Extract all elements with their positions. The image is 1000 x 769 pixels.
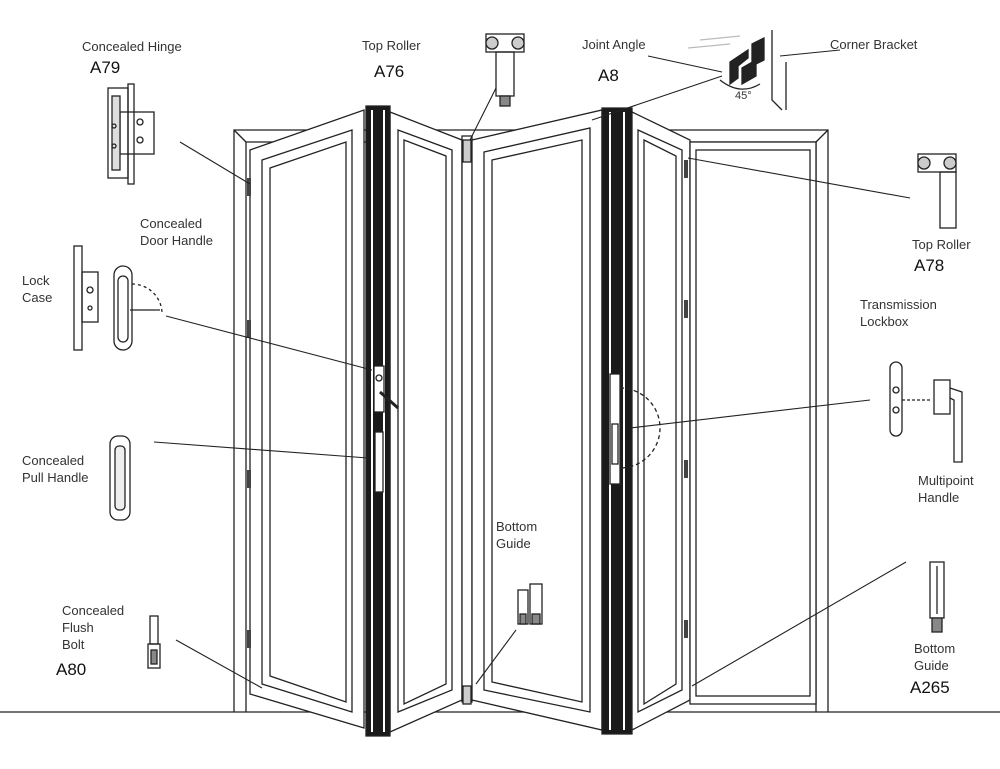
code-a8: A8 [598, 66, 619, 85]
door-leaf-5 [689, 141, 817, 705]
label-bottom-guide-2: Bottom Guide [914, 641, 956, 673]
label-multipoint-handle: Multipoint Handle [918, 473, 974, 505]
lock-case-part [73, 245, 99, 351]
label-joint-angle: Joint Angle [582, 37, 646, 52]
label-concealed-hinge: Concealed Hinge [82, 39, 182, 54]
label-concealed-flush-bolt: Concealed Flush Bolt [62, 603, 125, 652]
label-bottom-guide-1: Bottom Guide [496, 519, 538, 551]
door-leaf-4 [631, 110, 691, 732]
hinge-strip-2-3 [461, 135, 473, 705]
top-roller-a78-part [917, 153, 957, 229]
code-a265: A265 [910, 678, 950, 697]
angle-label: 45° [735, 90, 752, 102]
multipoint-handle-part [889, 361, 963, 463]
concealed-door-handle-part [113, 265, 163, 351]
label-concealed-door-handle: Concealed Door Handle [140, 216, 213, 248]
concealed-flush-bolt-part [147, 615, 161, 669]
concealed-hinge-part [107, 83, 155, 185]
label-top-roller-2: Top Roller [912, 237, 971, 252]
leader-lines [153, 49, 911, 689]
door-handle-right [609, 373, 661, 485]
joint-stile-1 [365, 105, 391, 737]
code-a78: A78 [914, 256, 945, 275]
code-a80: A80 [56, 660, 87, 679]
door-leaf-2 [389, 111, 463, 734]
label-top-roller-1: Top Roller [362, 38, 421, 53]
label-concealed-pull-handle: Concealed Pull Handle [22, 453, 89, 485]
door-handle-left [373, 365, 399, 493]
door-leaf-1 [249, 109, 365, 729]
door-leaf-3 [471, 109, 603, 731]
code-a76: A76 [374, 62, 405, 81]
concealed-pull-handle-part [109, 435, 131, 521]
bottom-guide-part [517, 583, 543, 625]
frame-hinges [247, 160, 688, 648]
bottom-guide-a265-part [929, 561, 945, 633]
label-lock-case: Lock Case [22, 273, 53, 305]
corner-bracket-part [687, 30, 787, 111]
top-roller-a76-part [485, 33, 525, 107]
label-transmission-lockbox: Transmission Lockbox [860, 297, 937, 329]
label-corner-bracket: Corner Bracket [830, 37, 918, 52]
code-a79: A79 [90, 58, 121, 77]
